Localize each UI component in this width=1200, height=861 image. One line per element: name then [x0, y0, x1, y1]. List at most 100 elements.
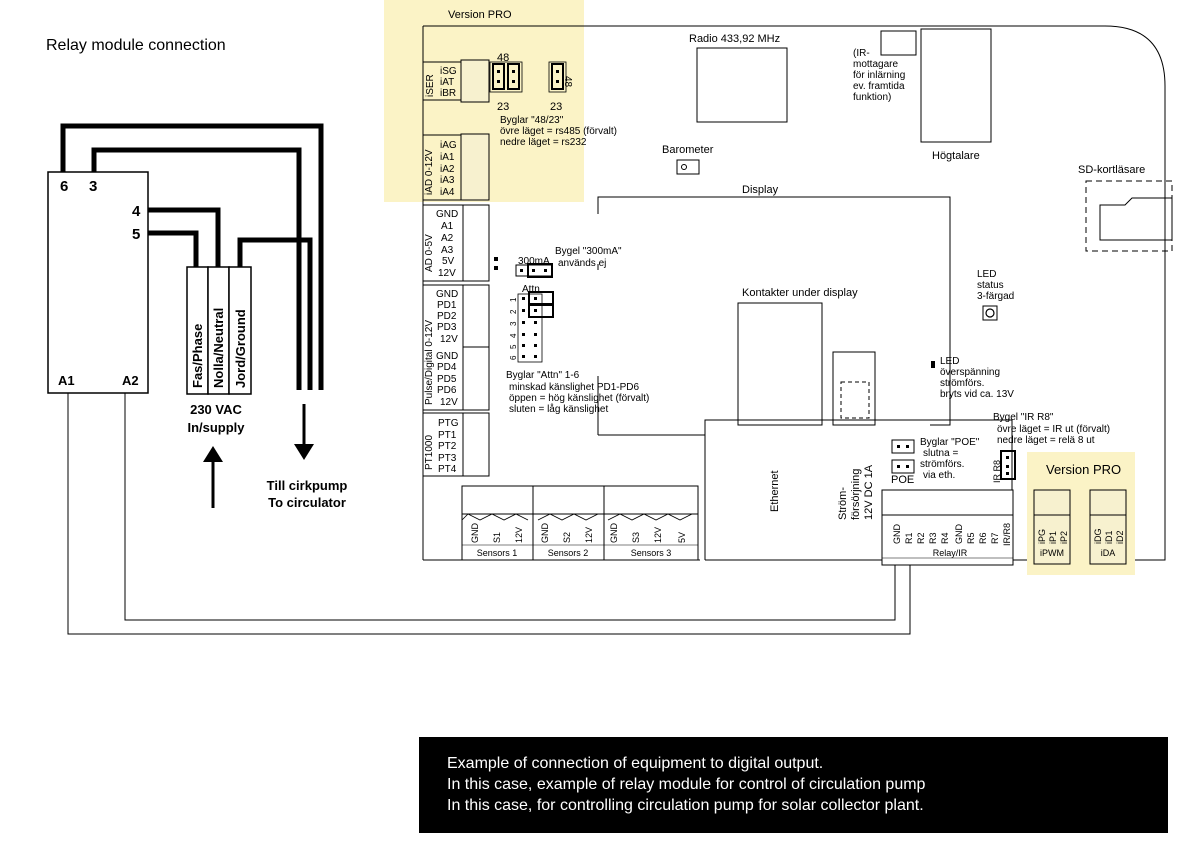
poe-label: POE — [891, 474, 914, 486]
led-status — [982, 305, 998, 321]
wire-terminal-5 — [146, 230, 199, 267]
poe-note-1: Byglar "POE" — [920, 437, 980, 448]
speaker-label: Högtalare — [932, 150, 980, 162]
pd-pin-5: 12V — [440, 334, 458, 345]
iad-pin-3: iA2 — [440, 164, 455, 175]
connector-phase-label: Fas/Phase — [190, 324, 205, 388]
pd-terminal-2 — [462, 346, 490, 411]
terminal-6-label: 6 — [60, 178, 68, 195]
ipwm-label: iPWM — [1040, 548, 1064, 558]
ida-pin-3: iD2 — [1115, 530, 1125, 544]
sensors-block — [461, 485, 699, 561]
iser-pin-3: iBR — [440, 88, 456, 99]
ethernet-label: Ethernet — [769, 470, 781, 512]
sensors3-pin-3: 12V — [653, 527, 663, 543]
poe-note-4: via eth. — [923, 470, 955, 481]
speaker — [920, 28, 992, 143]
output-label-line1: Till cirkpump — [267, 478, 348, 493]
jumper-48-23-b — [507, 63, 520, 90]
ir-receiver — [880, 30, 917, 56]
ir-r8-note-1: Bygel "IR R8" — [993, 412, 1054, 423]
attn-jumper-2 — [528, 303, 554, 318]
connector-ground — [228, 266, 252, 395]
pd-pin-8: PD5 — [437, 374, 457, 385]
sensors3-label: Sensors 3 — [631, 548, 672, 558]
sensors3-pin-4: 5V — [677, 532, 687, 543]
ad-label: AD 0-5V — [424, 234, 435, 272]
ad-pin-2: A1 — [441, 221, 454, 232]
display-connector-2 — [832, 351, 876, 426]
relay-pin-7: R5 — [966, 532, 976, 544]
version-pro-right-label: Version PRO — [1046, 462, 1121, 477]
pt-pin-3: PT2 — [438, 441, 457, 452]
led-status-line1: LED — [977, 269, 996, 280]
ir-receiver-line2: mottagare — [853, 59, 898, 70]
ir-r8-jumper — [1000, 450, 1016, 480]
poe-note-3: strömförs. — [920, 459, 964, 470]
jumper-48-23-note-2: övre läget = rs485 (förvalt) — [500, 126, 617, 137]
contacts-under-display-label: Kontakter under display — [742, 287, 858, 299]
sensors1-pin-2: S1 — [492, 532, 502, 543]
ir-receiver-line3: för inlärning — [853, 70, 905, 81]
diagram-title: Relay module connection — [46, 37, 226, 54]
radio-label: Radio 433,92 MHz — [689, 33, 780, 45]
version-pro-top-label: Version PRO — [448, 9, 512, 21]
relay-pin-1: GND — [892, 524, 902, 545]
pd-pin-7: PD4 — [437, 362, 457, 373]
jumper-23-label-1: 23 — [497, 101, 509, 113]
attn-label: Attn — [522, 284, 540, 295]
caption-line-2: In this case, example of relay module fo… — [447, 776, 926, 793]
ida-pin-2: iD1 — [1104, 530, 1114, 544]
power-label-line1: Ström- — [837, 487, 849, 520]
ida-pin-1: iDG — [1093, 529, 1103, 545]
iad-pin-1: iAG — [440, 140, 457, 151]
led-status-line3: 3-färgad — [977, 291, 1014, 302]
attn-num-6: 6 — [509, 355, 518, 360]
board-outline — [423, 25, 1166, 561]
sensors2-pin-2: S2 — [562, 532, 572, 543]
wire-ground — [237, 237, 313, 390]
power-label-line3: 12V DC 1A — [863, 464, 875, 520]
ad-pin-5: 5V — [442, 256, 455, 267]
ipwm-pin-3: iP2 — [1059, 531, 1069, 544]
wire-terminal-4 — [146, 207, 221, 267]
ir-r8-label: IR R8 — [992, 460, 1002, 483]
iad-pin-2: iA1 — [440, 152, 455, 163]
relay-pin-2: R1 — [904, 532, 914, 544]
ir-receiver-line1: (IR- — [853, 48, 870, 59]
jumper-23-label-2: 23 — [550, 101, 562, 113]
relay-pin-6: GND — [954, 524, 964, 545]
pt-label: PT1000 — [424, 435, 435, 470]
barometer-label: Barometer — [662, 144, 714, 156]
pd-pin-3: PD2 — [437, 311, 457, 322]
ad-pin-4: A3 — [441, 245, 454, 256]
relay-pin-5: R4 — [940, 532, 950, 544]
iser-terminal — [460, 59, 490, 103]
jumper-48-23-a — [492, 63, 505, 90]
relay-pin-9: R7 — [990, 532, 1000, 544]
attn-num-1: 1 — [509, 297, 518, 302]
attn-num-3: 3 — [509, 321, 518, 326]
sensors2-label: Sensors 2 — [548, 548, 589, 558]
terminal-4-label: 4 — [132, 203, 141, 220]
pd-pin-2: PD1 — [437, 300, 457, 311]
sensors2-pin-1: GND — [540, 523, 550, 544]
supply-label-line1: 230 VAC — [190, 402, 242, 417]
attn-num-5: 5 — [509, 344, 518, 349]
power-label-line2: försörjning — [850, 469, 862, 520]
relay-module-box — [47, 171, 149, 394]
sd-reader-label: SD-kortläsare — [1078, 164, 1145, 176]
sensors1-pin-3: 12V — [514, 527, 524, 543]
ipwm-pin-1: iPG — [1037, 529, 1047, 544]
relay-ir-terminal — [881, 489, 1014, 566]
pt-pin-1: PTG — [438, 418, 459, 429]
ad-pin-1: GND — [436, 209, 458, 220]
ethernet-block — [704, 419, 1013, 560]
sensors2-pin-3: 12V — [584, 527, 594, 543]
poe-jumper-2 — [891, 459, 915, 474]
sensors1-pin-1: GND — [470, 523, 480, 544]
pd-pin-10: 12V — [440, 397, 458, 408]
wire-a1 — [67, 393, 911, 635]
pd-pin-1: GND — [436, 289, 458, 300]
